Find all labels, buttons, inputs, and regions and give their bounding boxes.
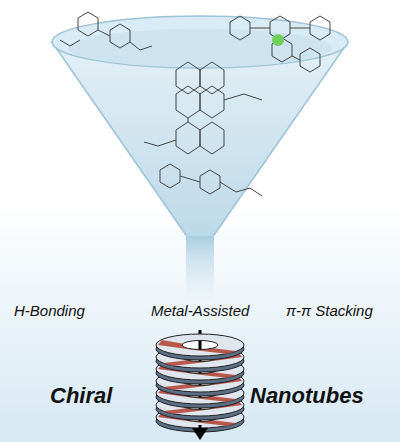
process-label: H-Bonding (14, 302, 85, 319)
funnel-spout (186, 236, 214, 300)
nanotube-stack (156, 330, 244, 440)
process-label: Metal-Assisted (151, 302, 249, 319)
process-label: π-π Stacking (286, 302, 373, 319)
molecule-sketch (60, 12, 330, 196)
funnel-inner (68, 29, 332, 67)
ring-top (156, 334, 244, 356)
funnel-rim (52, 16, 348, 68)
arrow-head (192, 428, 208, 440)
title-word: Chiral (50, 383, 112, 409)
ring-stripe (158, 340, 236, 354)
ring-hole (182, 341, 218, 350)
axis-line (199, 341, 202, 349)
funnel-body (52, 42, 348, 238)
title-word: Nanotubes (250, 383, 364, 409)
metal-center (272, 34, 284, 46)
